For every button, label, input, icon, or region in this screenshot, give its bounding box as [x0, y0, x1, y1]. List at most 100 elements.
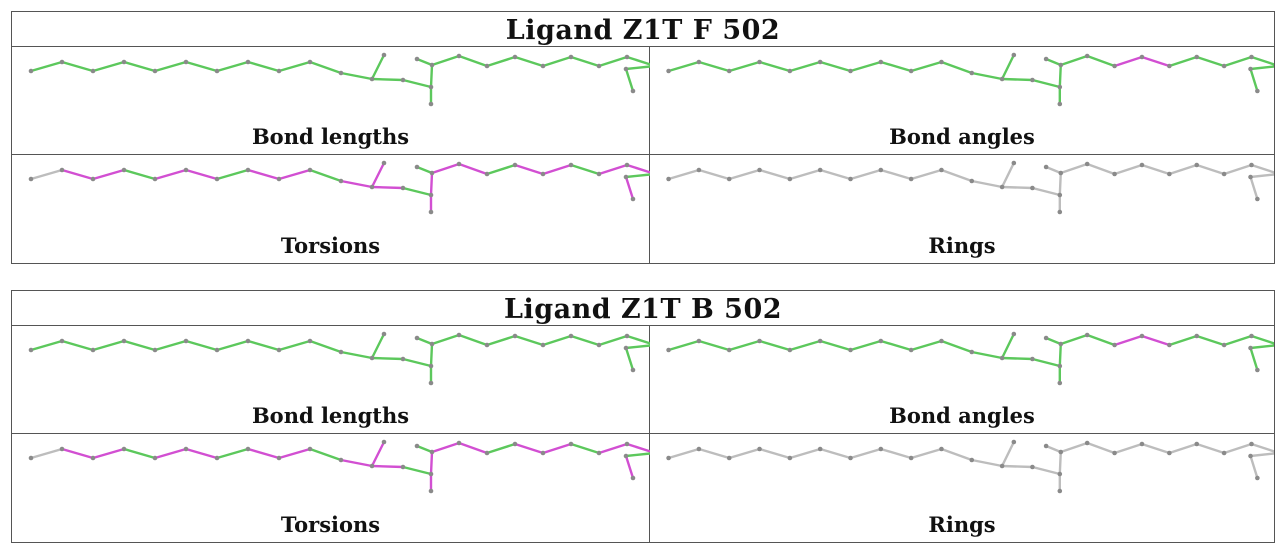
bond [1168, 55, 1198, 68]
bond [1250, 55, 1274, 66]
bond [29, 339, 64, 352]
panel-bond-lengths: Bond lengths [12, 47, 650, 155]
atom [1011, 160, 1017, 166]
bond [457, 441, 489, 455]
atom [338, 457, 344, 463]
bond [788, 168, 822, 181]
atom [59, 446, 65, 452]
bond [788, 60, 822, 73]
atom [429, 341, 435, 347]
atom [484, 342, 490, 348]
panel-bond-angles: Bond angles [650, 47, 1274, 155]
atom [183, 59, 189, 65]
atom [456, 53, 462, 59]
atom [1030, 464, 1035, 470]
molecule-diagram [666, 52, 1274, 107]
atom [596, 342, 602, 348]
atom [1057, 488, 1063, 494]
atom [1011, 52, 1017, 58]
bond [624, 454, 635, 480]
atom [817, 338, 823, 344]
bond [624, 344, 650, 350]
atom [878, 446, 884, 452]
bond [909, 339, 943, 352]
atom [969, 178, 975, 184]
atom [757, 59, 762, 65]
molecule-diagram [28, 160, 650, 215]
bond [1168, 442, 1198, 455]
atom [848, 176, 853, 182]
bond [1113, 442, 1144, 455]
bond [569, 334, 601, 347]
bond [308, 60, 343, 75]
atom [59, 167, 65, 173]
atom [1011, 439, 1017, 445]
bond [849, 339, 883, 352]
bond [339, 179, 374, 189]
molecule-diagram [28, 439, 650, 494]
atom [1057, 380, 1063, 386]
atom [848, 68, 853, 74]
bond [29, 60, 64, 73]
bond [597, 334, 629, 347]
ligand-title: Ligand Z1T B 502 [12, 291, 1274, 326]
atom [429, 449, 435, 455]
bond [728, 60, 761, 73]
atom [1167, 63, 1172, 69]
bond [541, 442, 573, 455]
atom [1248, 345, 1253, 351]
bond [370, 53, 386, 81]
bond [246, 339, 281, 352]
atom [338, 178, 344, 184]
atom [817, 446, 823, 452]
bond [788, 447, 822, 460]
bond [1031, 357, 1062, 368]
bond [308, 168, 343, 183]
bond [1058, 342, 1062, 368]
atom [1043, 335, 1049, 341]
bond [625, 163, 650, 174]
bond [1249, 344, 1274, 350]
panel-caption: Torsions [280, 233, 381, 258]
bond [1031, 186, 1062, 197]
bond [415, 165, 434, 175]
bond [1222, 55, 1253, 68]
atom [757, 167, 762, 173]
atom [183, 167, 189, 173]
atom [369, 355, 375, 361]
bond [597, 442, 629, 455]
atom [939, 338, 944, 344]
atom [1057, 471, 1063, 477]
atom [817, 167, 823, 173]
bond [624, 67, 635, 93]
atom [484, 171, 490, 177]
bond [370, 161, 386, 189]
panel-caption: Bond angles [889, 124, 1035, 149]
atom [428, 488, 434, 494]
atom [878, 338, 884, 344]
atom [1194, 162, 1200, 168]
bond [215, 60, 250, 73]
bond [758, 60, 792, 73]
atom [428, 101, 434, 107]
bond [1000, 356, 1034, 361]
bond [1250, 334, 1274, 345]
bond [457, 162, 489, 176]
bond [624, 173, 650, 179]
bond [122, 339, 157, 352]
bond [430, 54, 461, 67]
atom [787, 176, 793, 182]
atom [1030, 185, 1035, 191]
atom [624, 162, 630, 168]
atom [152, 176, 158, 182]
atom [1139, 333, 1145, 339]
atom [1058, 341, 1064, 347]
bond [457, 333, 489, 347]
bond [940, 168, 973, 183]
bond [415, 336, 434, 346]
bond [1059, 162, 1089, 175]
atom [1084, 440, 1090, 446]
atom [596, 450, 602, 456]
atom [1112, 342, 1117, 348]
atom [1194, 441, 1200, 447]
